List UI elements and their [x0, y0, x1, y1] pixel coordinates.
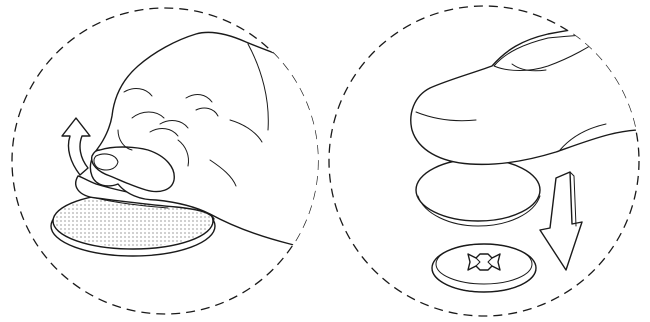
peel-arrow-icon [62, 118, 90, 175]
panel-peel [12, 8, 330, 314]
x-mark-icon [468, 254, 500, 270]
finger-pressing [411, 20, 650, 164]
panel-press [329, 6, 650, 316]
pad [416, 159, 540, 226]
snap-base [432, 244, 536, 292]
down-arrow-icon [540, 172, 582, 270]
